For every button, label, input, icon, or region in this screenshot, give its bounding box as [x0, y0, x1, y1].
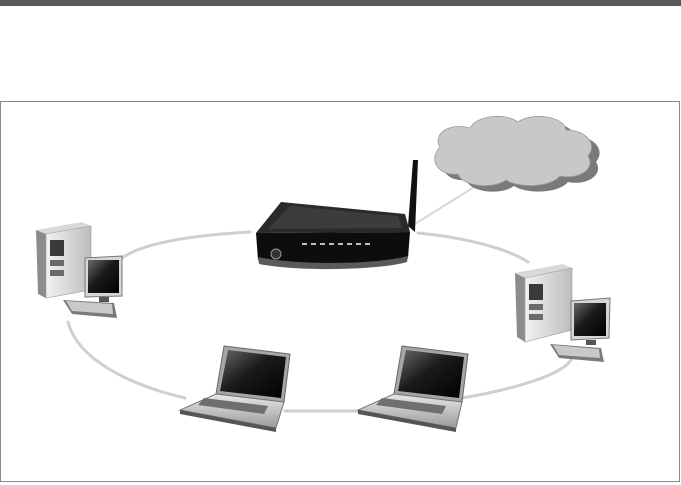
- link-router-desktop-right: [418, 233, 528, 262]
- desktop-computer-icon: [515, 264, 610, 362]
- laptop-icon: [180, 346, 290, 432]
- laptop-icon: [358, 346, 468, 432]
- link-desktop-left-laptop-left: [68, 322, 185, 398]
- link-laptop-right-desktop-right: [462, 358, 572, 398]
- cloud-icon: [435, 116, 600, 191]
- desktop-computer-icon: [36, 222, 122, 318]
- link-router-desktop-left: [122, 232, 250, 258]
- wireless-router-icon: [256, 160, 418, 269]
